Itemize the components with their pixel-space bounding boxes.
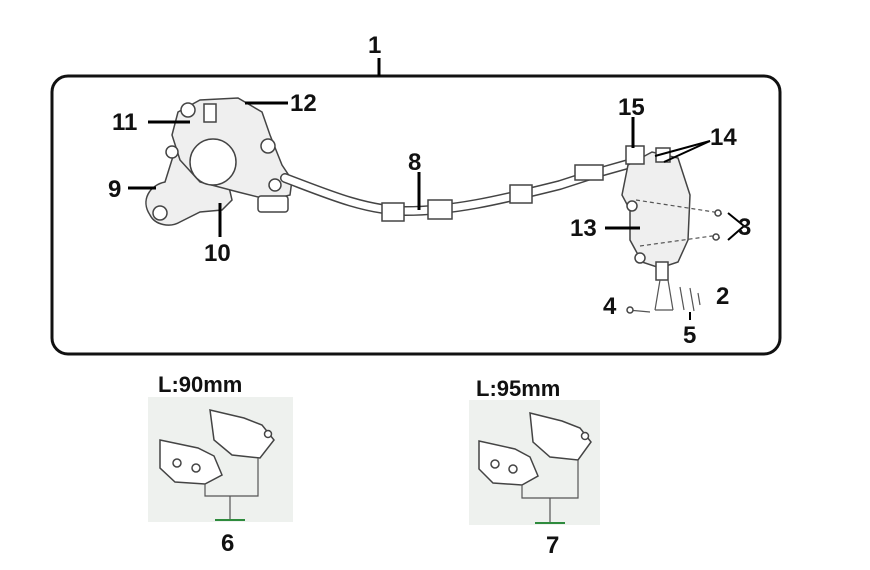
- caliper-piston: [189, 138, 237, 186]
- pad-hole-right-b: [508, 464, 518, 474]
- caliper-pin: [257, 195, 289, 213]
- pad-hole-left-c: [263, 429, 273, 439]
- bolt-alignment-lines: [635, 199, 715, 247]
- callout-7: 7: [546, 532, 559, 559]
- callout-12: 12: [290, 90, 317, 117]
- callout-10: 10: [204, 240, 231, 267]
- brake-hose: [280, 158, 637, 222]
- pushrod: [655, 261, 669, 281]
- hose-clamp-2: [427, 199, 453, 220]
- banjo-bolt: [260, 138, 276, 154]
- callout-15: 15: [618, 94, 645, 121]
- callout-3: 3: [738, 214, 751, 241]
- master-cylinder-cap: [625, 145, 645, 165]
- mount-hole-upper: [626, 200, 638, 212]
- callout-5: 5: [683, 322, 696, 349]
- callout-13: 13: [570, 215, 597, 242]
- pad-hole-right-a: [490, 459, 500, 469]
- leader-3: [727, 212, 746, 241]
- bleed-valve: [203, 103, 217, 123]
- leader-14b: [663, 140, 711, 163]
- brake-pad-left-b: [209, 409, 275, 459]
- callout-2: 2: [716, 283, 729, 310]
- cotter-pin: [679, 286, 695, 312]
- pad-hole-left-b: [191, 463, 201, 473]
- pin-washer: [697, 292, 701, 306]
- callout-14: 14: [710, 124, 737, 151]
- pad-length-left: L:90mm: [158, 372, 242, 397]
- brake-pad-left-a: [159, 439, 223, 485]
- pad-hole-right-c: [580, 431, 590, 441]
- pad-hole-left-a: [172, 458, 182, 468]
- hose-clamp-3: [509, 184, 533, 204]
- leader-14a: [654, 140, 711, 157]
- bracket-hole: [152, 205, 168, 221]
- callout-6: 6: [221, 530, 234, 557]
- pad-pin: [268, 178, 282, 192]
- callout-8: 8: [408, 149, 421, 176]
- brake-pad-set-left: L:90mm 6: [148, 372, 293, 557]
- pad-length-right: L:95mm: [476, 376, 560, 401]
- brake-caliper: [145, 97, 293, 226]
- caliper-bolt-top: [180, 102, 196, 118]
- callout-9: 9: [108, 176, 121, 203]
- caliper-bolt-side: [165, 145, 179, 159]
- hose-end-fitting: [574, 164, 604, 181]
- brake-pad-right-b: [529, 412, 592, 461]
- brake-pad-set-right: L:95mm 7: [469, 376, 600, 559]
- hose-clamp-1: [381, 202, 405, 222]
- callout-11: 11: [112, 109, 137, 136]
- assembly-frame: [50, 74, 782, 356]
- pad-lead-left: [204, 458, 259, 497]
- master-cylinder: [621, 145, 723, 314]
- callout-4: 4: [603, 293, 617, 320]
- mount-bolt-head-2: [712, 233, 720, 241]
- mount-hole-lower: [634, 252, 646, 264]
- mount-bolt-head-1: [714, 209, 722, 217]
- clevis-pin-head: [626, 306, 634, 314]
- clevis-fork: [654, 279, 674, 311]
- brake-pad-right-a: [478, 440, 539, 486]
- callout-1: 1: [368, 32, 381, 59]
